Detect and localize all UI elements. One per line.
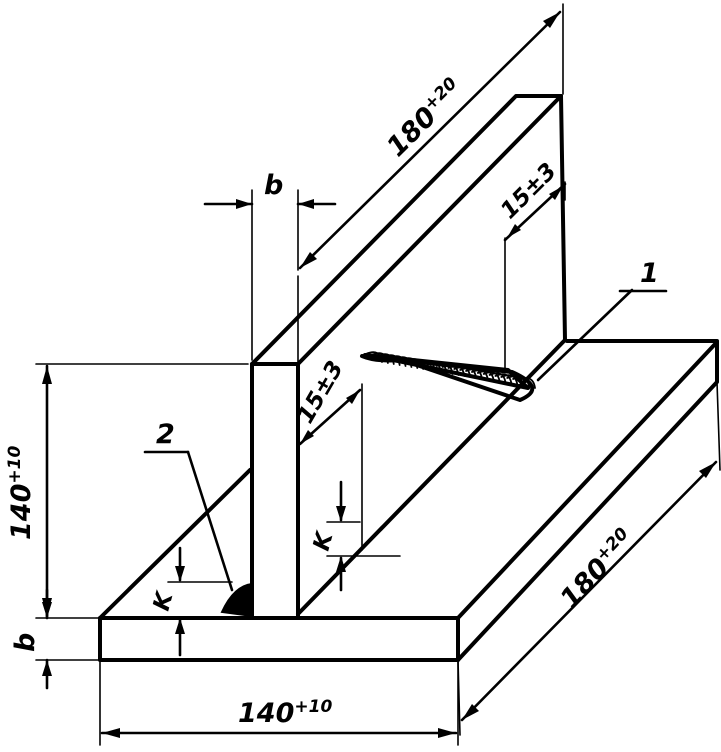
weld-ripple — [518, 377, 536, 389]
weld-ripples — [365, 351, 536, 389]
dimension-k-right: K — [309, 480, 401, 592]
leader-1-label: 1 — [640, 258, 659, 289]
leader-1: 1 — [536, 258, 668, 382]
leader-2-label: 2 — [156, 419, 175, 450]
weld-offset-top-label: 15±3 — [496, 158, 562, 224]
vertical-plate — [250, 94, 567, 620]
weld-fillet-left — [220, 582, 253, 618]
base-width-label: 140+10 — [238, 697, 332, 729]
base-plate-front-face — [98, 616, 460, 662]
vertical-plate-back-edge — [559, 94, 567, 342]
base-length-label: 180+20 — [554, 524, 642, 615]
dimension-base-length: 180+20 — [457, 381, 721, 736]
top-length-label: 180+20 — [380, 74, 469, 163]
dimension-weld-offset-top: 15±3 — [496, 158, 567, 373]
k-right-label: K — [309, 528, 339, 554]
vertical-plate-top-face — [250, 94, 563, 366]
dimension-k-left: K — [149, 546, 233, 657]
base-plate-top-edge — [98, 468, 252, 620]
height-label: 140+10 — [5, 446, 37, 540]
base-plate-right-face — [456, 340, 719, 662]
dimension-b-side: b — [10, 588, 101, 690]
leader-2: 2 — [143, 419, 234, 592]
weld-bead — [360, 351, 536, 402]
vertical-plate-front-edge — [250, 362, 300, 620]
b-side-label: b — [10, 633, 41, 652]
dimension-b-top: b — [203, 170, 337, 361]
weld-offset-mid-label: 15±3 — [293, 357, 349, 428]
dimension-height: 140+10 — [5, 363, 249, 619]
b-top-label: b — [264, 170, 283, 201]
k-left-label: K — [149, 588, 179, 614]
dimension-weld-offset-mid: 15±3 — [293, 357, 363, 551]
dimension-base-width: 140+10 — [99, 659, 459, 746]
